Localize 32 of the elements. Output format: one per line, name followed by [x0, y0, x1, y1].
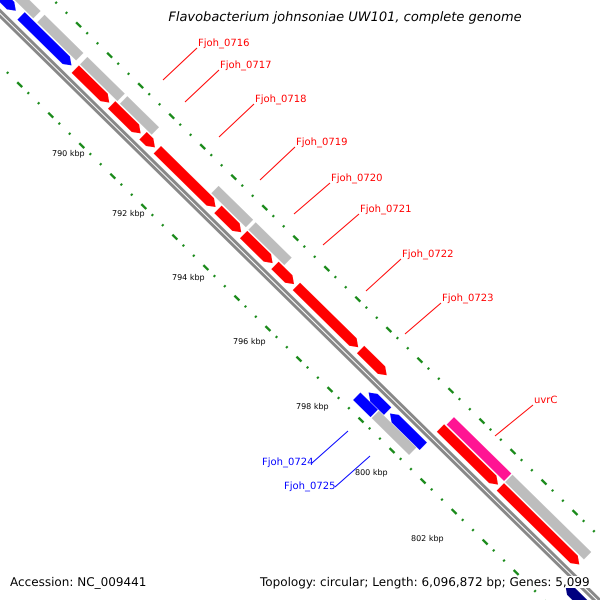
scale-label: 790 kbp [52, 150, 85, 158]
gene-label: Fjoh_0724 [262, 458, 314, 468]
gene-label: Fjoh_0722 [402, 250, 454, 260]
gene-label: uvrC [534, 396, 558, 406]
gene-label: Fjoh_0723 [442, 294, 494, 304]
scale-label: 794 kbp [172, 274, 205, 282]
leader-line [162, 48, 198, 80]
leader-line [294, 182, 330, 214]
gene-label: Fjoh_0718 [255, 95, 306, 105]
title: Flavobacterium johnsoniae UW101, complete genome [167, 11, 523, 24]
scale-label: 796 kbp [233, 338, 266, 346]
scale-label: 802 kbp [411, 535, 444, 543]
leader-line [184, 70, 220, 102]
gene-label: Fjoh_0717 [220, 61, 272, 71]
gene-label: Fjoh_0716 [198, 39, 250, 49]
scale-label: 792 kbp [112, 210, 145, 218]
leader-line [404, 302, 442, 334]
genome-info-text: Topology: circular; Length: 6,096,872 bp; Genes: 5,099 [260, 576, 590, 588]
gene-label: Fjoh_0721 [360, 205, 412, 215]
scale-label: 800 kbp [355, 469, 388, 477]
leader-line [260, 146, 296, 180]
leader-line [218, 104, 254, 138]
accession-text: Accession: NC_009441 [10, 576, 146, 588]
gene-label: Fjoh_0719 [296, 138, 348, 148]
leader-line [334, 456, 370, 488]
gene-label: Fjoh_0725 [284, 482, 336, 492]
leader-line [312, 430, 348, 464]
leader-line [366, 258, 402, 292]
scale-label: 798 kbp [296, 403, 329, 411]
gene-label: Fjoh_0720 [331, 174, 382, 184]
leader-line [322, 214, 360, 246]
leader-line [494, 404, 534, 436]
